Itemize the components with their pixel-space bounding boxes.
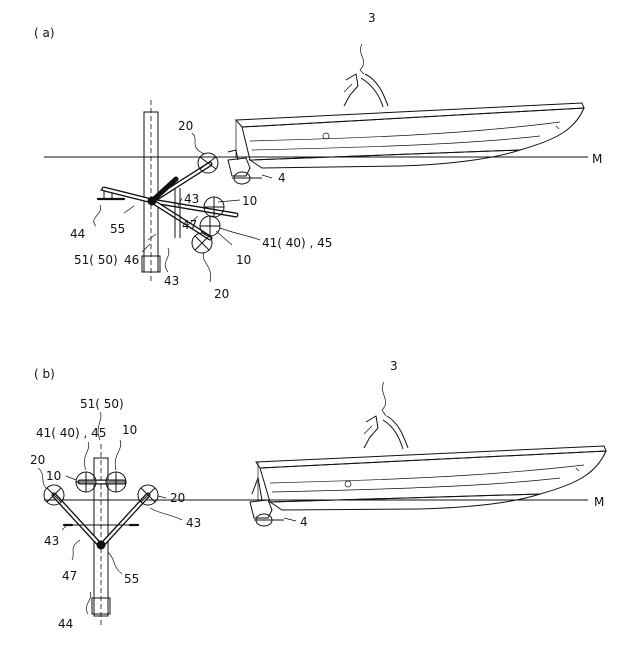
outboard-motor-a [228,150,262,184]
link-left-ref-b: 43 [44,534,59,548]
cushion-left-ref-b: 20 [30,453,45,467]
roller-left-b [76,472,96,492]
post-a [142,100,160,282]
boat-ref-a: 3 [368,11,376,25]
cushion-top-ref-a: 20 [178,119,193,133]
outboard-ref-a: 4 [278,171,286,185]
pivot-ref-b: 55 [124,572,139,586]
post-b [92,444,110,626]
boat-ref-b: 3 [390,359,398,373]
base-ref-b: 44 [58,617,73,631]
arm-ref-b: 41( 40) , 45 [36,426,106,440]
mount-ref-a: 46 [124,253,139,267]
waterline-a-label: M [592,152,602,166]
waterline-b-label: M [594,495,604,509]
roller-right-b [106,472,126,492]
arm-ref-a: 41( 40) , 45 [262,236,332,250]
pivot-ref-a: 55 [110,222,125,236]
boat-hull-a [236,103,584,168]
panel-b: ( b) M 3 [30,359,606,631]
roller-upper-ref-a: 10 [242,194,257,208]
cushion-top-a [198,153,218,173]
cushion-bottom-ref-a: 20 [214,287,229,301]
boat-console-b [364,382,408,449]
panel-a-label: ( a) [34,26,55,40]
cushion-bottom-a [192,233,212,253]
panel-a: ( a) M 3 [34,11,602,301]
base-ref-a: 44 [70,227,85,241]
post-ref-b: 51( 50) [80,397,124,411]
joint-ref-b: 47 [62,569,77,583]
roller-upper-a [204,197,224,217]
link-lower-ref-a: 43 [164,274,179,288]
cushion-right-b [138,485,158,505]
post-ref-a: 51( 50) [74,253,118,267]
roller-lower-ref-a: 10 [236,253,251,267]
panel-b-label: ( b) [34,367,55,381]
link-upper-ref-a: 43 [184,192,199,206]
outboard-ref-b: 4 [300,515,308,529]
leaders-b [38,412,182,614]
roller-right-ref-b: 10 [122,423,137,437]
cushion-left-b [44,485,64,505]
joint-ref-a: 47 [182,218,197,232]
boat-console-a [344,44,388,107]
roller-left-ref-b: 10 [46,469,61,483]
cushion-right-ref-b: 20 [170,491,185,505]
link-right-ref-b: 43 [186,516,201,530]
